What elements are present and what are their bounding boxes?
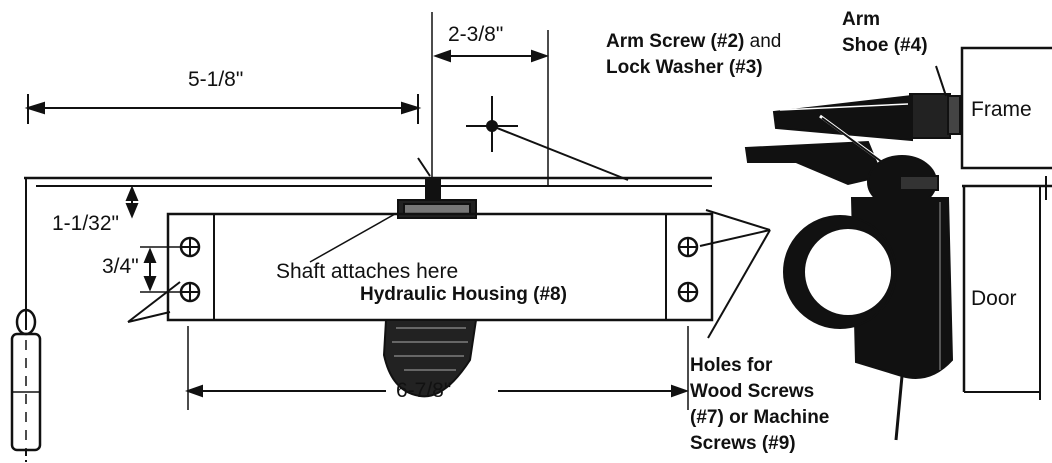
arm-screw-label: Arm Screw (#2) and	[606, 30, 781, 54]
lock-washer-label: Lock Washer (#3)	[606, 57, 763, 78]
frame-section	[960, 46, 1052, 170]
dimension-line-frame-drop	[125, 185, 139, 219]
closer-body-side	[783, 155, 954, 441]
dimension-shoe-offset: 2-3/8"	[448, 23, 504, 46]
door-section	[962, 176, 1052, 400]
dimension-hole-spacing: 3/4"	[102, 255, 139, 278]
dimension-line-hole-span	[185, 384, 689, 398]
dimension-frame-drop: 1-1/32"	[52, 212, 119, 235]
holes-label-line-3: (#7) or Machine	[690, 407, 830, 428]
and-text: and	[744, 31, 782, 52]
holes-label-line-4: Screws (#9)	[690, 433, 796, 454]
shaft-bracket	[397, 157, 477, 219]
damper-bulb	[382, 319, 478, 398]
dimension-line-shoe-offset	[433, 30, 549, 185]
frame-label: Frame	[971, 98, 1032, 121]
holes-label-line-1: Holes for	[690, 355, 773, 376]
door-label: Door	[971, 287, 1017, 310]
shoe-label: Shoe (#4)	[842, 35, 928, 56]
arm	[744, 94, 913, 186]
dimension-hole-span: 6-7/8"	[396, 379, 452, 402]
left-pointer	[127, 281, 181, 323]
frame-line	[24, 176, 712, 308]
hydraulic-housing-label: Hydraulic Housing (#8)	[360, 284, 567, 305]
hinge	[10, 308, 42, 462]
arm-pivot-crosshair	[466, 96, 629, 181]
dimension-line-arm-offset	[24, 94, 422, 124]
dimension-line-hole-spacing	[140, 246, 180, 293]
shaft-label: Shaft attaches here	[276, 260, 459, 283]
shaft-leader	[309, 213, 396, 263]
arm-label: Arm	[842, 9, 881, 30]
arm-screw-text: Arm Screw (#2)	[606, 31, 745, 52]
left-mounting-holes	[179, 236, 201, 410]
right-mounting-holes	[677, 236, 699, 410]
holes-label-line-2: Wood Screws	[690, 381, 815, 402]
holes-pointer	[699, 209, 771, 339]
dimension-arm-offset: 5-1/8"	[188, 68, 244, 91]
arm-shoe	[909, 65, 961, 139]
